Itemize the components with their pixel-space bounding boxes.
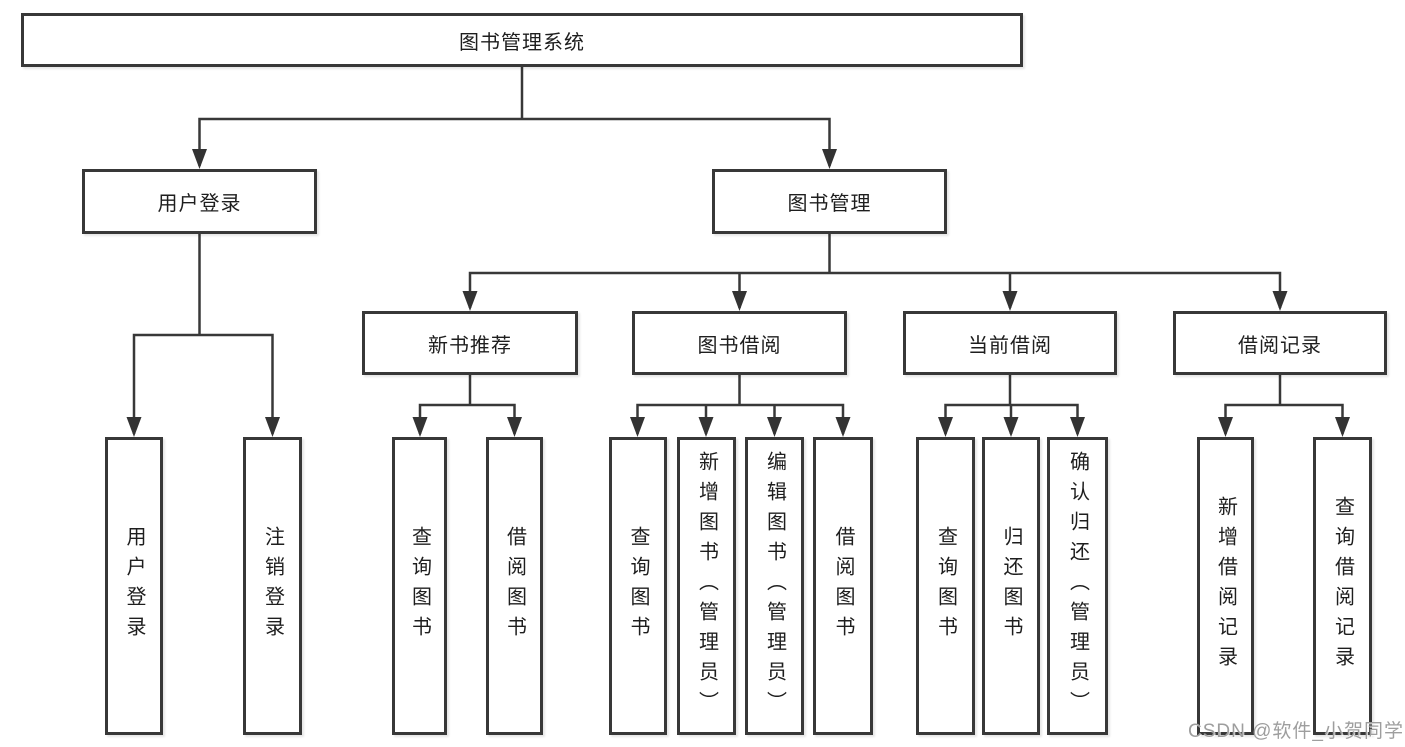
leaf-logout: 注销登录: [243, 437, 302, 735]
csdn-watermark: CSDN @软件_小贺同学: [1188, 721, 1404, 742]
node-label: 查询图书: [934, 526, 957, 646]
node-book-borrow: 图书借阅: [632, 311, 847, 375]
node-label: 新书推荐: [428, 334, 512, 357]
leaf-query-books-recommend: 查询图书: [392, 437, 447, 735]
node-label: 借阅图书: [832, 526, 854, 646]
node-label: 确认归还（管理员）: [1066, 451, 1089, 721]
arrowhead-icons: [126, 149, 1350, 437]
node-new-book-recommend: 新书推荐: [362, 311, 578, 375]
leaf-confirm-return-admin: 确认归还（管理员）: [1047, 437, 1108, 735]
node-label: 用户登录: [123, 526, 145, 646]
node-label: 归还图书: [1000, 526, 1022, 646]
node-label: 查询图书: [408, 526, 431, 646]
node-book-management: 图书管理: [712, 169, 947, 234]
node-label: 新增借阅记录: [1214, 496, 1237, 676]
node-label: 注销登录: [261, 526, 284, 646]
node-label: 当前借阅: [968, 334, 1052, 357]
node-label: 借阅图书: [503, 526, 526, 646]
node-book-management-system: 图书管理系统: [21, 13, 1023, 67]
node-borrow-records: 借阅记录: [1173, 311, 1387, 375]
node-user-login-branch: 用户登录: [82, 169, 317, 234]
leaf-borrow-books: 借阅图书: [813, 437, 873, 735]
leaf-user-login: 用户登录: [105, 437, 163, 735]
leaf-query-books-current: 查询图书: [916, 437, 975, 735]
node-label: 借阅记录: [1238, 334, 1322, 357]
node-label: 编辑图书（管理员）: [763, 451, 786, 721]
node-label: 图书借阅: [697, 334, 782, 357]
node-label: 图书管理系统: [459, 31, 585, 54]
leaf-edit-book-admin: 编辑图书（管理员）: [745, 437, 804, 735]
leaf-return-book: 归还图书: [982, 437, 1040, 735]
node-label: 新增图书（管理员）: [695, 451, 718, 721]
node-label: 图书管理: [787, 193, 872, 215]
node-label: 查询借阅记录: [1331, 496, 1354, 676]
leaf-add-borrow-record: 新增借阅记录: [1197, 437, 1254, 735]
node-label: 用户登录: [157, 193, 242, 215]
node-label: 查询图书: [627, 526, 649, 646]
node-current-borrow: 当前借阅: [903, 311, 1117, 375]
leaf-query-borrow-record: 查询借阅记录: [1313, 437, 1372, 735]
leaf-borrow-books-recommend: 借阅图书: [486, 437, 543, 735]
leaf-add-book-admin: 新增图书（管理员）: [677, 437, 736, 735]
leaf-query-books-borrow: 查询图书: [609, 437, 667, 735]
